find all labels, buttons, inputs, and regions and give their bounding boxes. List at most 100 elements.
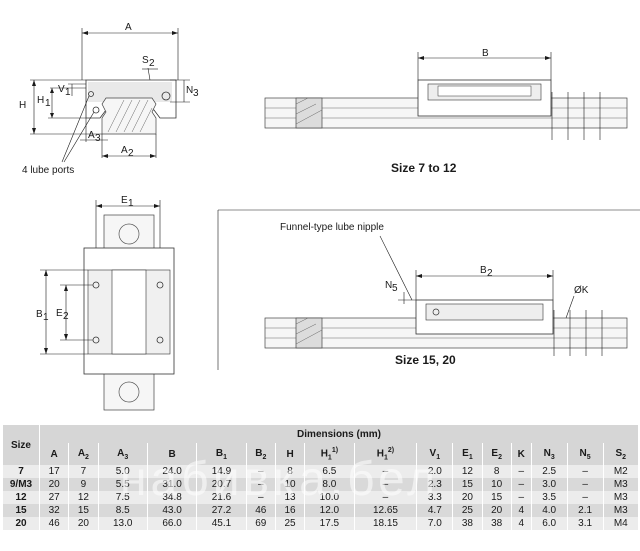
label-A2: A	[121, 145, 128, 156]
table-cell: 20.7	[196, 478, 247, 491]
label-V1: V	[58, 84, 65, 95]
table-cell: –	[566, 465, 604, 478]
table-cell: 2.1	[566, 504, 604, 517]
table-cell: 8.5	[97, 504, 148, 517]
column-header: A3	[97, 443, 148, 465]
table-cell: –	[510, 465, 532, 478]
table-cell: 4.0	[530, 504, 568, 517]
column-header: H12)	[353, 443, 417, 465]
table-cell: 27	[38, 491, 69, 504]
table-cell: 69	[245, 517, 276, 530]
technical-drawing: A S 2 H H 1	[19, 22, 640, 411]
table-cell: 9	[68, 478, 99, 491]
table-cell: 34.8	[146, 491, 197, 504]
table-cell: –	[245, 465, 276, 478]
table-cell: 20	[452, 491, 483, 504]
table-cell: 25	[274, 517, 305, 530]
rail-hatching	[107, 99, 153, 133]
label-H1-sub: 1	[45, 98, 51, 109]
table-cell: –	[510, 478, 532, 491]
table-cell: 38	[452, 517, 483, 530]
column-header: N5	[566, 443, 604, 465]
lube-port-dot	[88, 91, 94, 97]
size-cell: 20	[2, 517, 40, 530]
table-cell: 38	[481, 517, 512, 530]
table-cell: 4	[510, 504, 532, 517]
table-cell: 46	[38, 517, 69, 530]
table-cell: 5.5	[97, 478, 148, 491]
table-cell: 6.5	[304, 465, 355, 478]
table-cell: 10.0	[304, 491, 355, 504]
label-S2: S	[142, 55, 149, 66]
table-cell: 3.5	[530, 491, 568, 504]
table-cell: 46	[245, 504, 276, 517]
table-cell: 12.0	[304, 504, 355, 517]
table-cell: 2.3	[416, 478, 453, 491]
table-cell: 18.15	[353, 517, 417, 530]
label-B2: B	[480, 265, 487, 276]
table-cell: 7.0	[416, 517, 453, 530]
label-N5: N	[385, 280, 392, 291]
table-cell: 14.9	[196, 465, 247, 478]
size-cell: 15	[2, 504, 40, 517]
table-cell: M4	[602, 517, 638, 530]
table-cell: –	[353, 491, 417, 504]
label-funnel-nipple: Funnel-type lube nipple	[280, 222, 384, 233]
table-cell: 8	[274, 465, 305, 478]
label-E2-sub: 2	[63, 311, 69, 322]
column-header: E1	[452, 443, 483, 465]
size-header: Size	[2, 425, 40, 465]
label-N3-sub: 3	[193, 88, 199, 99]
column-header: A2	[68, 443, 99, 465]
side-view-15-20: Funnel-type lube nipple B 2 N 5 ØK Size …	[217, 209, 640, 370]
label-V1-sub: 1	[65, 87, 71, 98]
table-cell: M3	[602, 478, 638, 491]
table-cell: 3.0	[530, 478, 568, 491]
table-cell: 16	[274, 504, 305, 517]
column-header: H	[274, 443, 305, 465]
table-cell: 15	[481, 491, 512, 504]
table-cell: 12	[452, 465, 483, 478]
table-cell: 17.5	[304, 517, 355, 530]
column-header: E2	[481, 443, 512, 465]
column-header: H11)	[304, 443, 355, 465]
table-cell: 10	[481, 478, 512, 491]
column-header: S2	[602, 443, 638, 465]
label-E1: E	[121, 195, 128, 206]
label-S2-sub: 2	[149, 58, 155, 69]
table-cell: 13.0	[97, 517, 148, 530]
table-cell: M2	[602, 465, 638, 478]
table-cell: 20	[481, 504, 512, 517]
table-cell: 31.0	[146, 478, 197, 491]
label-A2-sub: 2	[128, 148, 134, 159]
size-cell: 9/M3	[2, 478, 40, 491]
top-view: E 1 B 1 E 2	[36, 195, 175, 411]
table-cell: 43.0	[146, 504, 197, 517]
table-cell: 4.7	[416, 504, 453, 517]
table-cell: –	[245, 491, 276, 504]
table-cell: 4	[510, 517, 532, 530]
caption-size-15-20: Size 15, 20	[395, 353, 456, 367]
table-cell: 2.0	[416, 465, 453, 478]
table-cell: 25	[452, 504, 483, 517]
size-cell: 7	[2, 465, 40, 478]
caption-size-7-12: Size 7 to 12	[391, 161, 457, 175]
label-N3: N	[186, 85, 193, 96]
table-cell: 5.0	[97, 465, 148, 478]
table-cell: 20	[38, 478, 69, 491]
table-cell: M3	[602, 504, 638, 517]
column-header: B	[146, 443, 197, 465]
label-N5-sub: 5	[392, 283, 398, 294]
table-cell: 24.0	[146, 465, 197, 478]
label-B1: B	[36, 309, 43, 320]
table-cell: 12.65	[353, 504, 417, 517]
table-cell: 66.0	[146, 517, 197, 530]
table-cell: 2.5	[530, 465, 568, 478]
label-H1: H	[37, 95, 44, 106]
label-K: ØK	[574, 285, 589, 296]
